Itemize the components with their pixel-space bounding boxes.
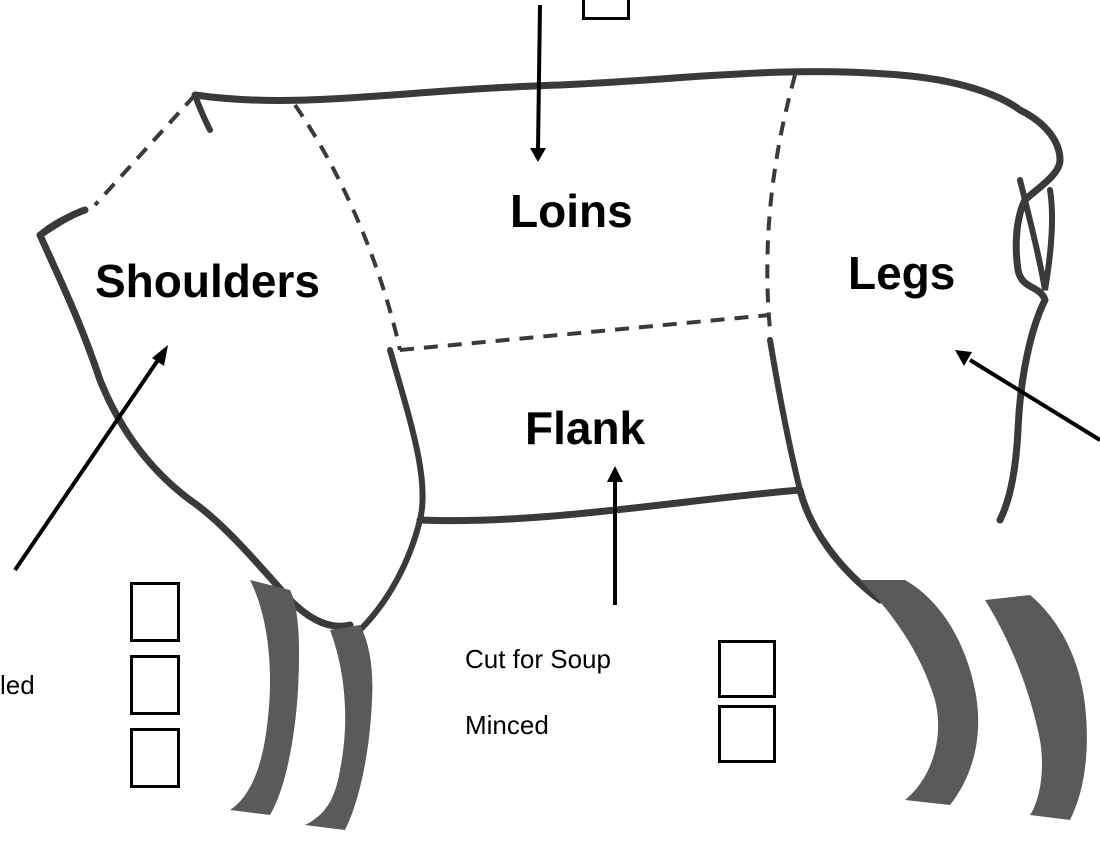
arrow-legs-head: [955, 350, 972, 366]
cut-line-shoulder-front: [95, 95, 195, 205]
checkbox-loins[interactable]: [582, 0, 630, 20]
lamb-belly-edge: [360, 350, 423, 630]
cut-line-loin-flank: [400, 315, 770, 350]
cut-line-shoulder-loin: [295, 105, 400, 350]
checkbox-shoulders-1[interactable]: [130, 582, 180, 642]
arrow-loins: [538, 5, 540, 150]
option-label-shoulders-partial: led: [0, 672, 35, 698]
lamb-rump-edge: [770, 340, 800, 490]
arrow-flank-head: [607, 466, 623, 482]
checkbox-flank-soup[interactable]: [718, 640, 776, 698]
arrow-loins-head: [530, 148, 546, 162]
arrow-legs: [970, 360, 1100, 440]
option-label-flank-soup: Cut for Soup: [465, 646, 611, 672]
lamb-tail: [1020, 180, 1052, 290]
region-label-loins: Loins: [510, 188, 633, 234]
checkbox-shoulders-3[interactable]: [130, 728, 180, 788]
region-label-legs: Legs: [848, 250, 955, 296]
lamb-front-chest: [40, 95, 210, 235]
checkbox-shoulders-2[interactable]: [130, 655, 180, 715]
region-label-shoulders: Shoulders: [95, 258, 320, 304]
front-leg-left: [230, 580, 299, 815]
hind-leg-right: [985, 595, 1087, 820]
checkbox-flank-minced[interactable]: [718, 705, 776, 763]
cut-line-loin-leg: [767, 75, 795, 330]
hind-leg-left: [860, 580, 978, 805]
region-label-flank: Flank: [525, 405, 645, 451]
lamb-body-outline: [40, 72, 1060, 627]
option-label-flank-minced: Minced: [465, 712, 549, 738]
arrow-shoulders: [15, 360, 158, 570]
front-leg-right: [305, 625, 372, 830]
